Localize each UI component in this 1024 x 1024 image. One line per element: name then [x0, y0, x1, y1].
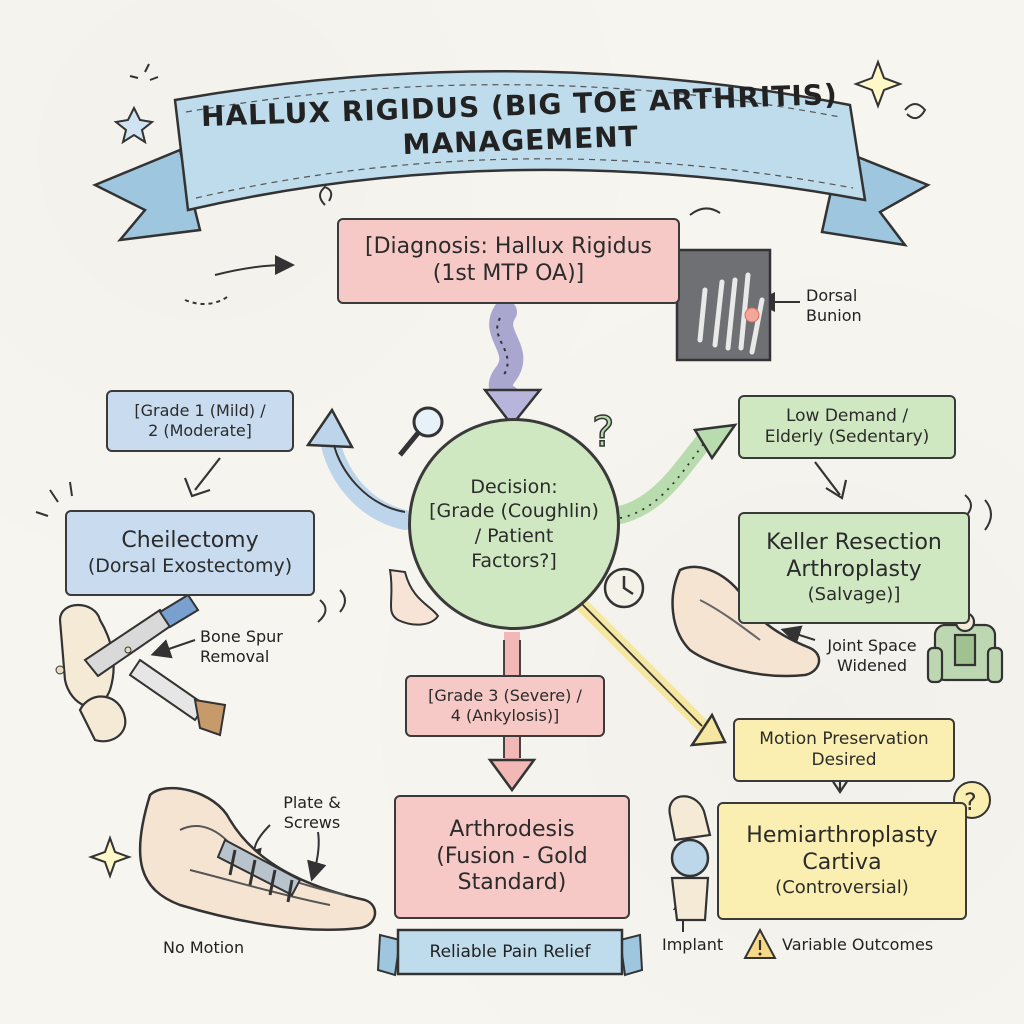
fused-foot-icon — [138, 786, 377, 931]
mild-condition-box: [Grade 1 (Mild) /2 (Moderate] — [106, 390, 294, 452]
connector-arrows — [183, 300, 849, 794]
cheilectomy-box: Cheilectomy (Dorsal Exostectomy) — [65, 510, 315, 596]
foot-icon — [388, 568, 440, 626]
decision-node: Decision: [Grade (Coughlin) / Patient Fa… — [408, 418, 620, 630]
cheilectomy-title: Cheilectomy — [121, 528, 259, 553]
diagnosis-line-1: [Diagnosis: Hallux Rigidus — [365, 234, 652, 260]
magnifier-icon — [398, 406, 444, 457]
plate-screws-label: Plate &Screws — [283, 793, 341, 832]
decision-line-2: [Grade (Coughlin) — [429, 500, 599, 523]
question-icon: ? — [591, 406, 615, 457]
reliable-pain-relief-label: Reliable Pain Relief — [429, 942, 591, 962]
severe-condition-box: [Grade 3 (Severe) /4 (Ankylosis)] — [405, 675, 605, 737]
svg-text:?: ? — [592, 407, 614, 456]
implant-label: Implant — [662, 935, 724, 954]
title-ribbon — [91, 69, 931, 247]
cheilectomy-sub: (Dorsal Exostectomy) — [87, 554, 293, 577]
decision-line-1: Decision: — [470, 475, 558, 498]
variable-outcomes-label: Variable Outcomes — [782, 935, 934, 954]
diagnosis-box: [Diagnosis: Hallux Rigidus (1st MTP OA)] — [337, 218, 680, 304]
diagnosis-line-2: (1st MTP OA)] — [432, 261, 585, 286]
svg-text:?: ? — [964, 788, 977, 816]
elderly-condition-box: Low Demand /Elderly (Sedentary) — [738, 395, 956, 459]
no-motion-label: No Motion — [163, 938, 245, 957]
decision-line-3: / Patient — [474, 525, 554, 547]
decision-line-4: Factors?] — [471, 549, 557, 572]
pain-relief-banner — [376, 928, 644, 977]
bone-saw-icon — [55, 593, 227, 743]
x-ray-icon — [675, 248, 772, 362]
warning-icon — [743, 927, 777, 959]
title-line-2: MANAGEMENT — [401, 119, 640, 162]
knee-implant-icon — [668, 795, 712, 922]
clock-icon — [603, 567, 645, 609]
armchair-person-icon — [926, 611, 1004, 684]
sparkle-icon — [35, 59, 992, 879]
